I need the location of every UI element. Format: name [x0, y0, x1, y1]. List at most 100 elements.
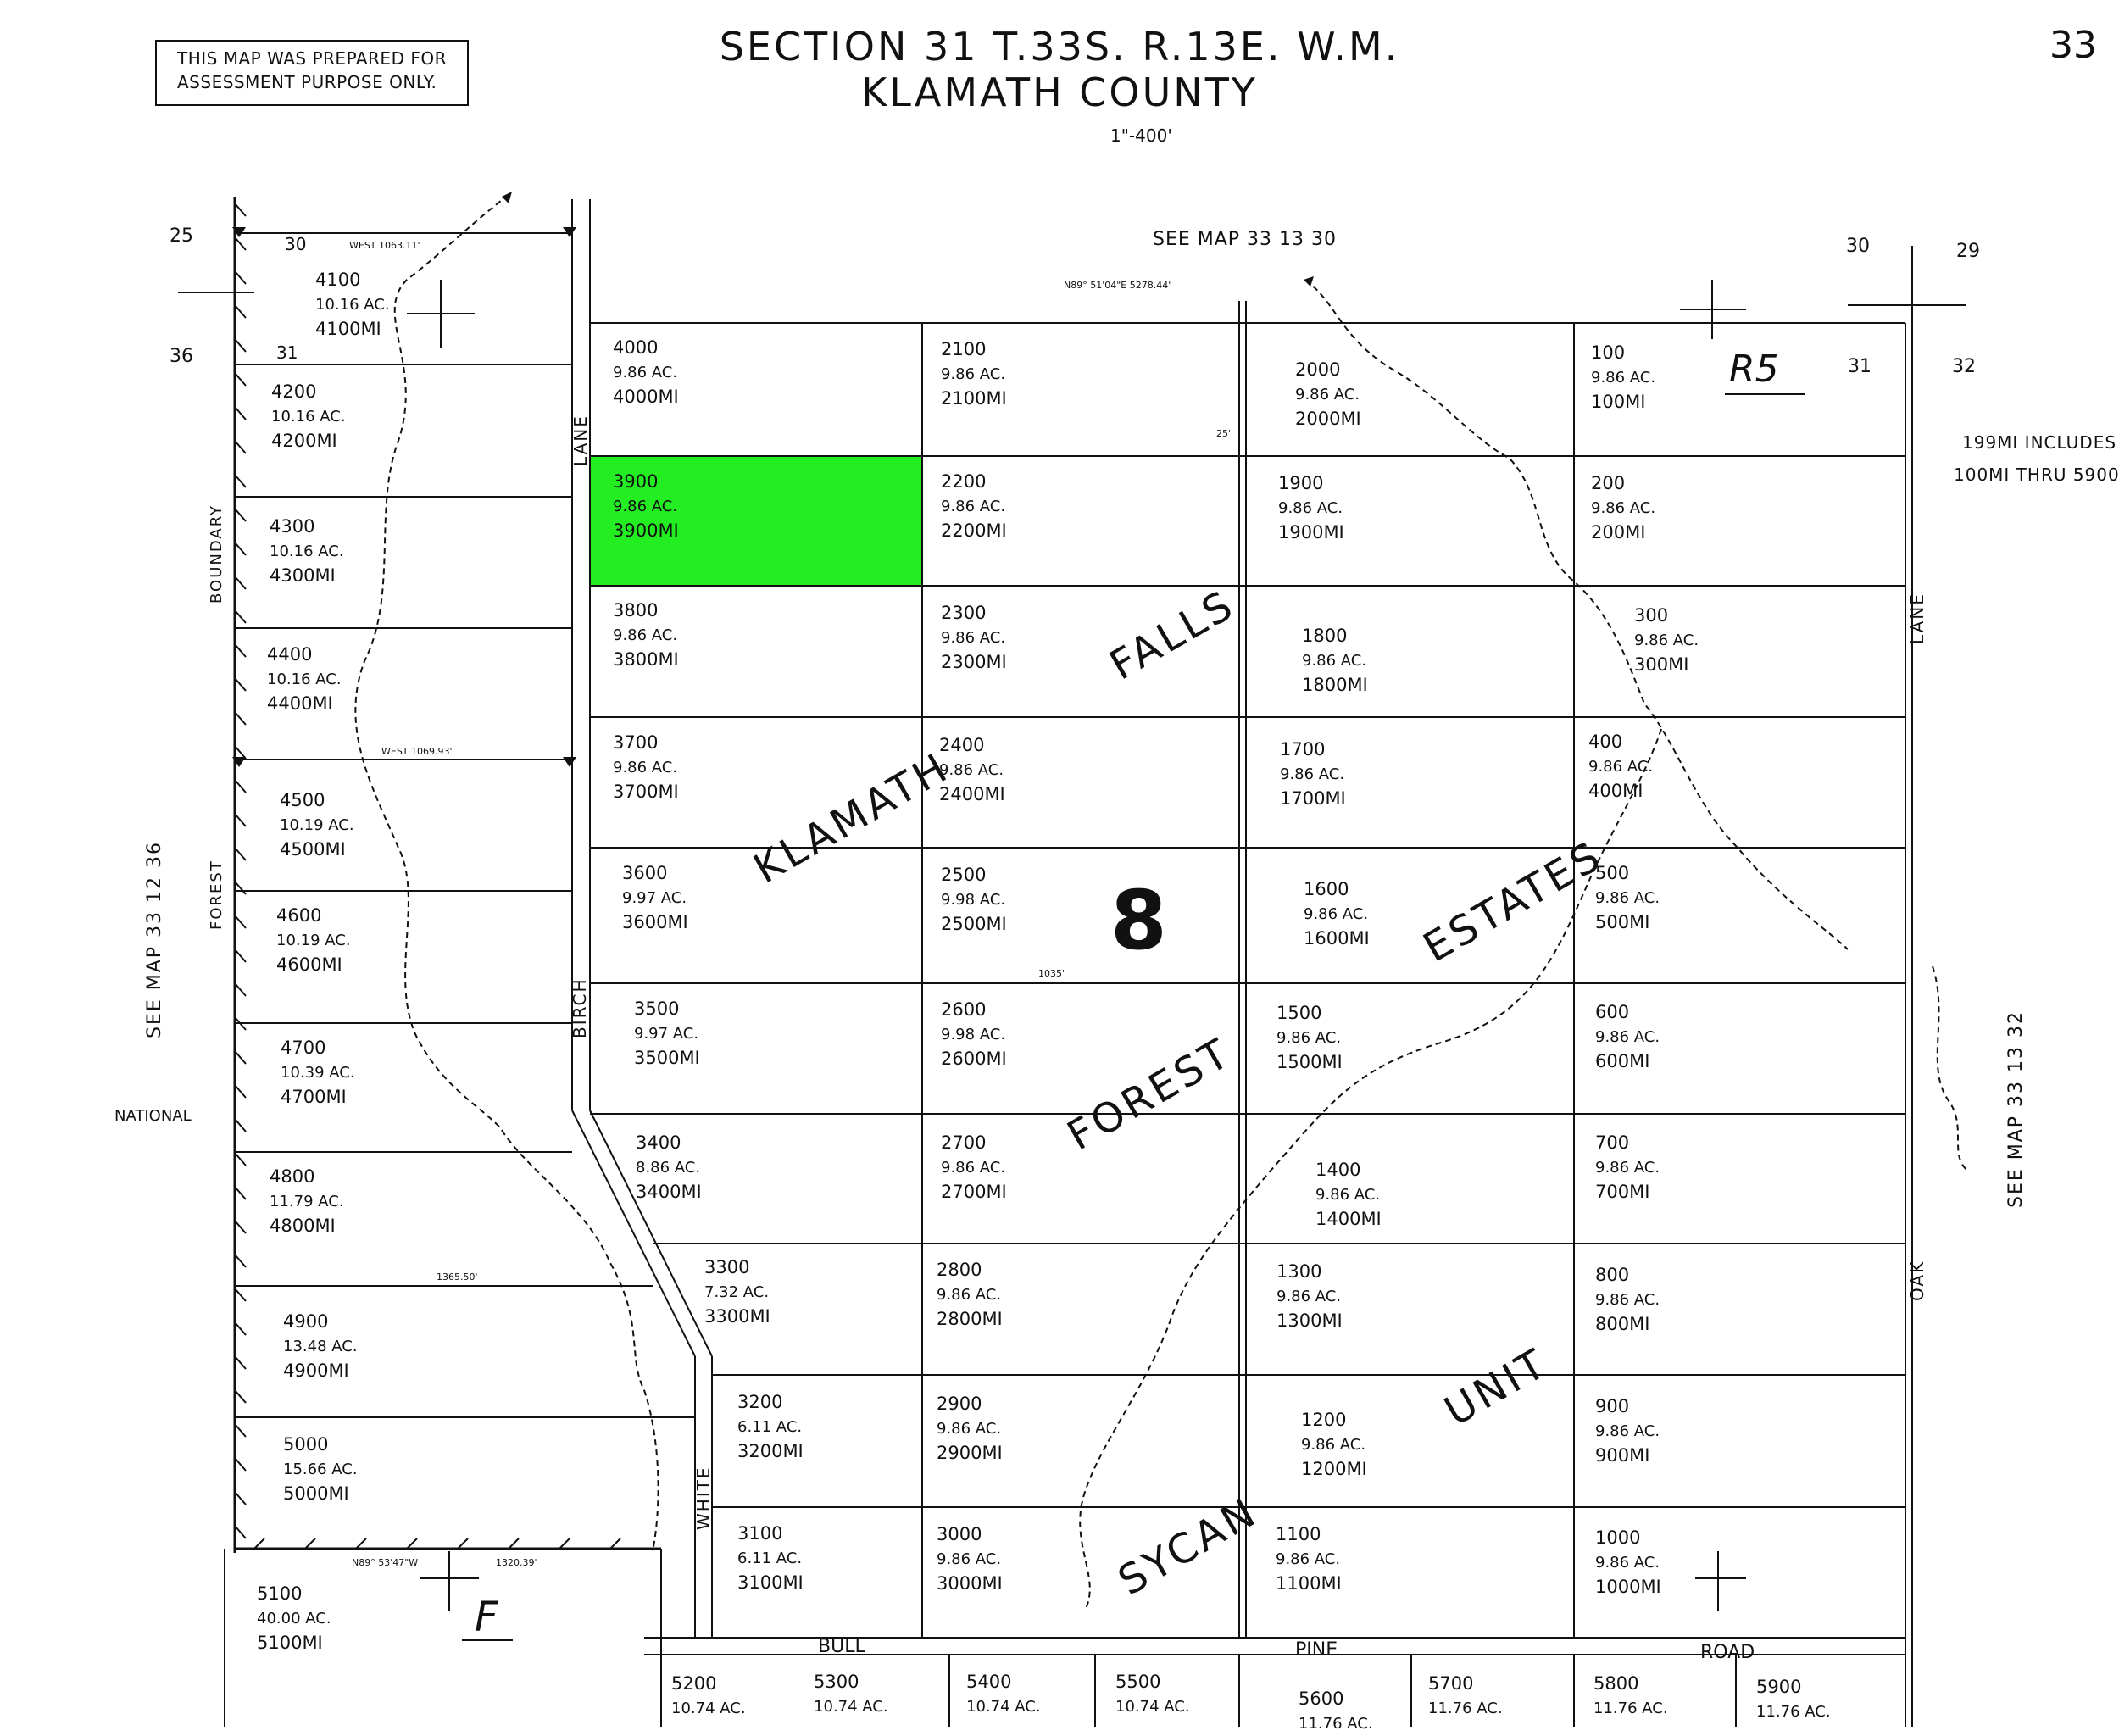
lot-acres: 10.74 AC.	[814, 1698, 888, 1716]
lot-id: 1300	[1276, 1261, 1322, 1282]
lot-acres: 9.86 AC.	[613, 364, 678, 381]
lot-id: 4400	[267, 644, 313, 665]
lot-acres: 9.97 AC.	[634, 1025, 699, 1043]
lot-id: 3000	[937, 1524, 982, 1544]
lot-acres: 15.66 AC.	[283, 1461, 358, 1478]
lot-id: 1600	[1304, 879, 1349, 899]
lot-acres: 11.76 AC.	[1756, 1703, 1831, 1721]
lot-acres: 9.98 AC.	[941, 1026, 1006, 1043]
lot-acres: 9.86 AC.	[1276, 1029, 1342, 1047]
lot-acres: 9.86 AC.	[613, 498, 678, 515]
lot-map: 1800MI	[1302, 675, 1368, 695]
dim-south: N89° 53'47"W	[352, 1557, 419, 1568]
lot-acres: 9.86 AC.	[613, 759, 678, 776]
lot-id: 2300	[941, 603, 987, 623]
lot-map: 2500MI	[941, 914, 1007, 934]
lane-east-label: LANE	[1907, 593, 1927, 644]
lot-acres: 9.86 AC.	[1276, 1288, 1342, 1305]
lot-id: 3300	[704, 1257, 750, 1277]
lot-5000[interactable]: 5000 15.66 AC. 5000MI	[283, 1433, 358, 1506]
lot-map: 1400MI	[1315, 1209, 1382, 1229]
lot-acres: 9.86 AC.	[1591, 499, 1656, 517]
lot-id: 3200	[737, 1392, 783, 1412]
white-lane-label: WHITE	[693, 1466, 714, 1530]
lot-acres: 9.86 AC.	[1304, 905, 1369, 923]
lot-id: 700	[1595, 1132, 1630, 1153]
lot-acres: 9.86 AC.	[1280, 765, 1345, 783]
lot-acres: 13.48 AC.	[283, 1338, 358, 1355]
lot-acres: 10.16 AC.	[271, 408, 346, 426]
lot-acres: 9.86 AC.	[1595, 1554, 1660, 1572]
lot-map: 100MI	[1591, 392, 1646, 412]
lot-map: 5000MI	[283, 1483, 349, 1504]
dim-1320: 1320.39'	[496, 1557, 537, 1568]
lot-map: 2200MI	[941, 520, 1007, 541]
lot-map: 2400MI	[939, 784, 1005, 804]
lot-acres: 6.11 AC.	[737, 1550, 803, 1567]
lot-id: 4500	[280, 790, 325, 810]
map-title: SECTION 31 T.33S. R.13E. W.M.	[719, 24, 1400, 70]
lot-id: 5000	[283, 1434, 329, 1455]
lot-acres: 9.86 AC.	[1315, 1186, 1381, 1204]
lot-id: 5400	[966, 1672, 1012, 1692]
